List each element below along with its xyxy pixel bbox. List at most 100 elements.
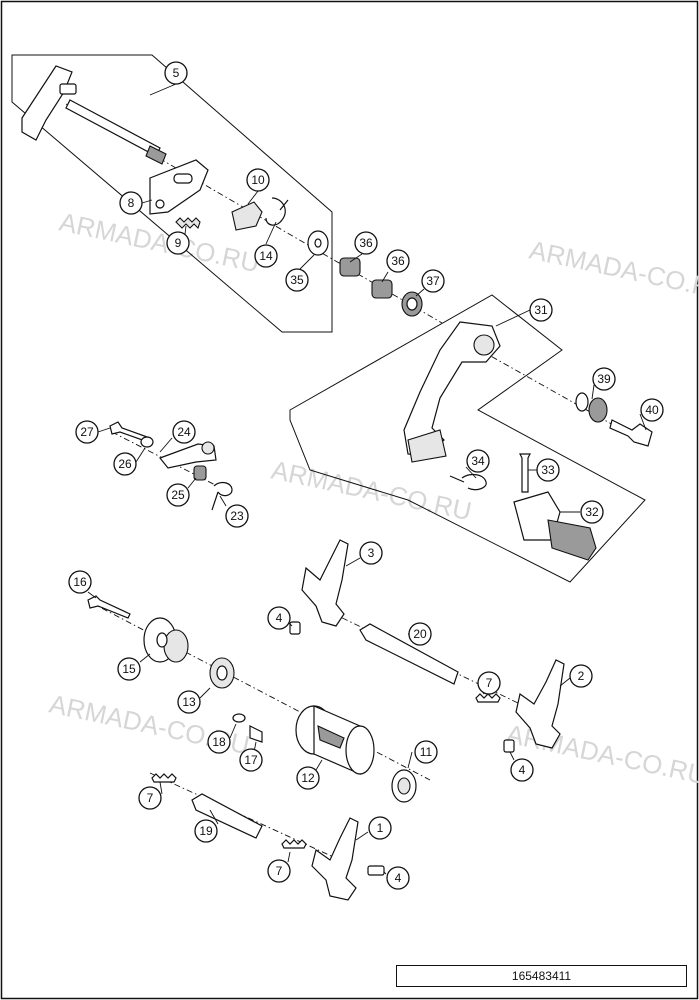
leader-line (407, 751, 413, 769)
spring-7c-part (281, 839, 307, 849)
screw-16-part (87, 595, 131, 619)
part-callout-3[interactable]: 3 (359, 541, 383, 565)
pin-33-part (519, 453, 531, 493)
leader-line (184, 225, 187, 235)
leader-line (315, 759, 323, 771)
part-callout-24[interactable]: 24 (172, 420, 196, 444)
leader-line (247, 190, 259, 205)
part-callout-39[interactable]: 39 (592, 367, 616, 391)
shift-drum-locating-15-part (143, 617, 189, 663)
part-callout-10[interactable]: 10 (246, 168, 270, 192)
fork-rail-20-part (359, 623, 459, 685)
screw-40-part (609, 419, 653, 447)
shift-fork-3-part (301, 539, 349, 627)
svg-text:37: 37 (426, 274, 440, 288)
pin-4c-part (367, 865, 385, 876)
spring-clip-34-part (449, 473, 487, 491)
part-callout-4c[interactable]: 4 (386, 866, 410, 890)
svg-text:17: 17 (244, 753, 258, 767)
document-number: 165483411 (396, 965, 687, 987)
svg-text:40: 40 (645, 403, 659, 417)
part-callout-4b[interactable]: 4 (510, 758, 534, 782)
svg-text:7: 7 (276, 864, 283, 878)
spring-7b-part (151, 773, 177, 783)
shift-lever-part (403, 321, 501, 463)
part-callout-37[interactable]: 37 (421, 269, 445, 293)
svg-text:9: 9 (175, 236, 182, 250)
leader-line (229, 723, 237, 739)
svg-text:25: 25 (171, 488, 185, 502)
leader-line (383, 871, 387, 875)
shift-drum-12-part (295, 705, 375, 775)
pin-4-part (289, 621, 301, 635)
shift-fork-1-part (311, 817, 359, 901)
leader-line (639, 413, 647, 431)
part-callout-27[interactable]: 27 (75, 420, 99, 444)
part-callout-16[interactable]: 16 (68, 570, 92, 594)
svg-text:4: 4 (395, 871, 402, 885)
svg-text:36: 36 (391, 254, 405, 268)
part-callout-11[interactable]: 11 (414, 740, 438, 764)
svg-text:35: 35 (290, 273, 304, 287)
leader-line (299, 254, 315, 270)
part-callout-4[interactable]: 4 (267, 606, 291, 630)
part-callout-9[interactable]: 9 (166, 231, 190, 255)
leader-line (559, 677, 571, 687)
leader-line (139, 653, 151, 663)
part-callout-36[interactable]: 36 (354, 231, 378, 255)
part-callout-31[interactable]: 31 (529, 298, 553, 322)
part-callout-1[interactable]: 1 (368, 816, 392, 840)
part-callout-7[interactable]: 7 (477, 671, 501, 695)
leader-line (415, 288, 425, 297)
spring-7-part (475, 693, 501, 703)
leader-line (381, 271, 389, 283)
leader-line (97, 427, 111, 433)
svg-text:34: 34 (471, 454, 485, 468)
spring-23-part (211, 481, 233, 511)
bushing-36b-part (371, 279, 393, 299)
part-callout-12[interactable]: 12 (296, 766, 320, 790)
part-callout-26[interactable]: 26 (113, 452, 137, 476)
part-callout-14[interactable]: 14 (254, 244, 278, 268)
part-callout-13[interactable]: 13 (177, 690, 201, 714)
svg-text:31: 31 (534, 303, 548, 317)
part-callout-8[interactable]: 8 (119, 191, 143, 215)
part-callout-25[interactable]: 25 (166, 483, 190, 507)
svg-text:2: 2 (578, 669, 585, 683)
part-callout-32[interactable]: 32 (580, 500, 604, 524)
washer-39-part (575, 392, 589, 412)
svg-text:16: 16 (73, 575, 87, 589)
part-callout-20[interactable]: 20 (408, 622, 432, 646)
part-callout-15[interactable]: 15 (117, 657, 141, 681)
part-callout-17[interactable]: 17 (239, 748, 263, 772)
part-callout-5[interactable]: 5 (164, 61, 188, 85)
part-callout-19[interactable]: 19 (194, 819, 218, 843)
svg-text:10: 10 (251, 173, 265, 187)
bushing-36-part (339, 257, 361, 277)
svg-text:4: 4 (276, 611, 283, 625)
svg-text:13: 13 (182, 695, 196, 709)
leader-line (209, 809, 219, 825)
part-callout-7b[interactable]: 7 (138, 786, 162, 810)
fork-rail-19-part (191, 793, 263, 839)
part-callout-36b[interactable]: 36 (386, 249, 410, 273)
part-callout-35[interactable]: 35 (285, 268, 309, 292)
roller-10-part (231, 201, 263, 231)
shift-lever-group-outline (289, 294, 646, 583)
watermark: ARMADA-CO.RU (269, 455, 474, 527)
part-callout-34[interactable]: 34 (466, 449, 490, 473)
leader-line (495, 309, 531, 327)
svg-text:1: 1 (377, 821, 384, 835)
part-callout-40[interactable]: 40 (640, 398, 664, 422)
watermark: ARMADA-CO.RU (57, 207, 262, 279)
part-callout-2[interactable]: 2 (569, 664, 593, 688)
part-callout-18[interactable]: 18 (207, 730, 231, 754)
leader-line (135, 447, 146, 463)
part-callout-7c[interactable]: 7 (267, 859, 291, 883)
svg-text:32: 32 (585, 505, 599, 519)
washer-18-part (232, 713, 246, 723)
part-callout-23[interactable]: 23 (225, 504, 249, 528)
leader-line (345, 557, 361, 567)
part-callout-33[interactable]: 33 (536, 458, 560, 482)
